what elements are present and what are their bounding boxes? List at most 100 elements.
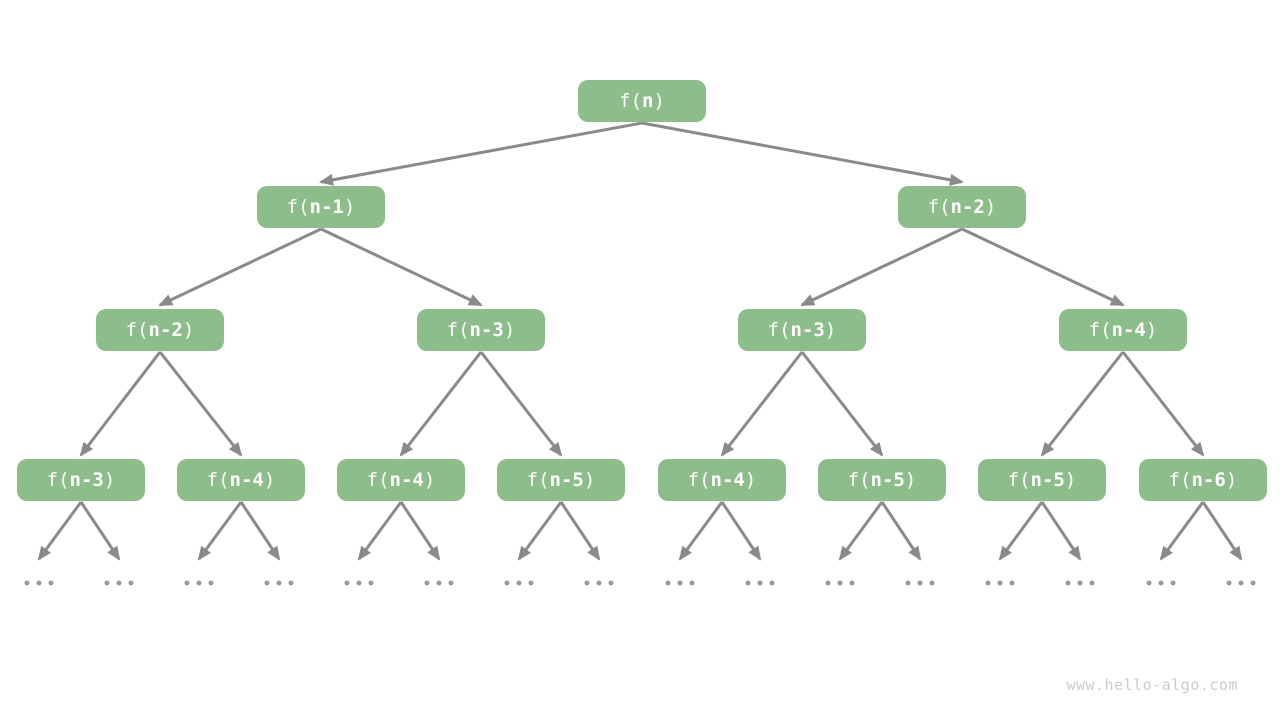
edge-arrow: [357, 501, 403, 561]
edge-arrow: [517, 501, 563, 561]
edge-arrow: [1159, 501, 1205, 561]
ellipsis-dot: [677, 580, 683, 586]
tree-node-n3: f(n-2): [96, 309, 224, 351]
ellipsis-dot: [344, 580, 350, 586]
edge-arrow: [479, 351, 563, 457]
node-label-post: ): [583, 468, 596, 491]
ellipsis-leaf: [745, 580, 775, 586]
edge-arrow: [720, 351, 804, 457]
node-label-pre: f(: [1007, 468, 1031, 491]
edge-arrow: [197, 501, 243, 561]
ellipsis-dot: [837, 580, 843, 586]
tree-node-n6: f(n-4): [1059, 309, 1187, 351]
edge-arrow: [239, 501, 281, 561]
tree-node-n8: f(n-4): [177, 459, 305, 501]
ellipsis-dot: [608, 580, 614, 586]
tree-node-n13: f(n-5): [978, 459, 1106, 501]
node-label-post: ): [824, 318, 837, 341]
ellipsis-dot: [1089, 580, 1095, 586]
edge-arrow: [158, 227, 322, 307]
edge-arrow: [79, 501, 121, 561]
ellipsis-dot: [825, 580, 831, 586]
ellipsis-dot: [208, 580, 214, 586]
ellipsis-dot: [424, 580, 430, 586]
node-label-pre: f(: [1168, 468, 1192, 491]
ellipsis-dot: [1238, 580, 1244, 586]
node-label-pre: f(: [286, 195, 310, 218]
node-label-expr: n-5: [549, 468, 584, 491]
ellipsis-dot: [448, 580, 454, 586]
ellipsis-dot: [128, 580, 134, 586]
node-label-post: ): [744, 468, 757, 491]
node-label-expr: n-4: [389, 468, 424, 491]
edge-arrow: [319, 121, 643, 186]
node-label-post: ): [1145, 318, 1158, 341]
ellipsis-dot: [1170, 580, 1176, 586]
ellipsis-dot: [356, 580, 362, 586]
node-label-pre: f(: [366, 468, 390, 491]
tree-node-n5: f(n-3): [738, 309, 866, 351]
node-label-pre: f(: [687, 468, 711, 491]
node-label-expr: n-2: [148, 318, 183, 341]
edge-arrow: [961, 227, 1125, 307]
ellipsis-dot: [596, 580, 602, 586]
ellipsis-leaf: [1065, 580, 1095, 586]
ellipsis-dot: [849, 580, 855, 586]
node-label-post: ): [423, 468, 436, 491]
ellipsis-dot: [905, 580, 911, 586]
node-label-pre: f(: [927, 195, 951, 218]
node-label-post: ): [1225, 468, 1238, 491]
ellipsis-dot: [745, 580, 751, 586]
ellipsis-dot: [288, 580, 294, 586]
node-label-expr: n-3: [790, 318, 825, 341]
ellipsis-dot: [929, 580, 935, 586]
ellipsis-dot: [104, 580, 110, 586]
node-label-expr: n-2: [950, 195, 985, 218]
node-label-post: ): [984, 195, 997, 218]
node-label-expr: n-1: [309, 195, 344, 218]
edge-arrow: [158, 351, 243, 457]
ellipsis-leaf: [264, 580, 294, 586]
ellipsis-dot: [116, 580, 122, 586]
tree-node-n1: f(n-1): [257, 186, 385, 228]
ellipsis-dot: [264, 580, 270, 586]
ellipsis-dot: [1146, 580, 1152, 586]
ellipsis-dot: [1158, 580, 1164, 586]
ellipsis-dot: [504, 580, 510, 586]
edge-arrow: [998, 501, 1044, 561]
edge-arrow: [320, 227, 483, 307]
edge-arrow: [1040, 501, 1082, 561]
node-label-expr: n-4: [229, 468, 264, 491]
node-label-pre: f(: [206, 468, 230, 491]
node-label-pre: f(: [767, 318, 791, 341]
ellipsis-leaf: [584, 580, 614, 586]
ellipsis-dot: [368, 580, 374, 586]
node-label-expr: n-5: [870, 468, 905, 491]
node-label-post: ): [263, 468, 276, 491]
ellipsis-dot: [516, 580, 522, 586]
edge-arrow: [399, 351, 483, 457]
edge-arrow: [559, 501, 601, 561]
node-label-pre: f(: [619, 89, 642, 112]
node-label-post: ): [103, 468, 116, 491]
edge-arrow: [37, 501, 83, 561]
ellipsis-dot: [1250, 580, 1256, 586]
tree-node-n11: f(n-4): [658, 459, 786, 501]
ellipsis-dot: [584, 580, 590, 586]
ellipsis-dot: [985, 580, 991, 586]
tree-node-n0: f(n): [578, 80, 706, 122]
node-label-post: ): [343, 195, 356, 218]
ellipsis-dot: [276, 580, 282, 586]
edge-arrow: [1201, 501, 1243, 561]
edge-arrow: [838, 501, 884, 561]
ellipsis-leaf: [905, 580, 935, 586]
node-label-pre: f(: [446, 318, 470, 341]
node-label-pre: f(: [1088, 318, 1112, 341]
ellipsis-leaf: [24, 580, 54, 586]
node-label-pre: f(: [125, 318, 149, 341]
ellipsis-leaf: [665, 580, 695, 586]
node-label-pre: f(: [847, 468, 871, 491]
node-label-expr: n-3: [469, 318, 504, 341]
ellipsis-dot: [769, 580, 775, 586]
tree-node-n7: f(n-3): [17, 459, 145, 501]
